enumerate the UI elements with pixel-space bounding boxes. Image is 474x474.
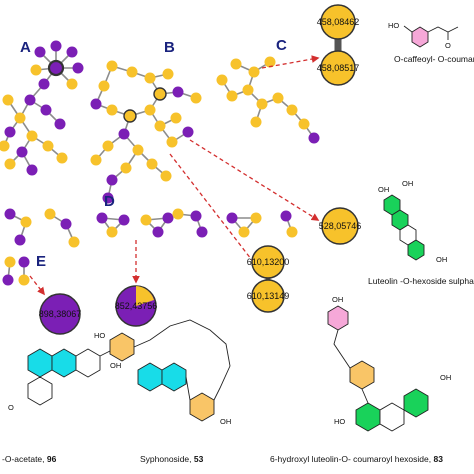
node-luteolin (321, 207, 359, 245)
lower-clusters: D E (2, 193, 298, 286)
panel-label-a: A (20, 39, 31, 56)
node-pair-610: 610,13200 610,13149 (169, 153, 290, 313)
node-label-c-top: 458,08462 (317, 17, 360, 27)
node-label-c-bottom: 458,08517 (317, 63, 360, 73)
node-c-top (320, 4, 356, 40)
atom-oh-96: OH (110, 361, 121, 370)
structure-hydroxyl-83: OH HO OH 6-hydroxyl luteolin-O- coumaroy… (270, 295, 451, 464)
atom-oh-53: OH (220, 417, 231, 426)
cluster-a: A (0, 39, 84, 176)
structure-syphonoside-53: HO OH Syphonoside, 53 (94, 319, 231, 464)
node-label-610-bottom: 610,13149 (247, 291, 290, 301)
caption-acetate: -O-acetate, 96 (2, 454, 57, 464)
node-610-top (251, 245, 285, 279)
node-e-group: 898,38067 (29, 275, 82, 335)
node-e (39, 293, 81, 335)
node-d-group: 852,43756 (115, 240, 158, 327)
caption-luteolin: Luteolin -O-hexoside sulphat (368, 276, 474, 286)
atom-o-c: O (445, 41, 451, 50)
caption-syphonoside: Syphonoside, 53 (140, 454, 204, 464)
atom-oh-3: OH (436, 255, 447, 264)
panel-label-b: B (164, 39, 175, 56)
panel-label-e: E (36, 253, 46, 270)
structure-acetate-96: OH O -O-acetate, 96 (2, 348, 121, 464)
node-c-bottom (320, 50, 356, 86)
atom-ho-c: HO (388, 21, 399, 30)
cluster-c-network (216, 56, 320, 144)
atom-o-96: O (8, 403, 14, 412)
node-610-bottom (251, 279, 285, 313)
node-label-d: 852,43756 (115, 301, 158, 311)
panel-label-c: C (276, 37, 287, 54)
node-label-luteolin: 528,05746 (319, 221, 362, 231)
atom-oh-83: OH (332, 295, 343, 304)
cluster-b: B (90, 39, 202, 204)
atom-oh-2: OH (402, 179, 413, 188)
panel-label-d: D (104, 193, 115, 210)
atom-ho-53: HO (94, 331, 105, 340)
compound-c-structure: HO O O-caffeoyl- O-coumar (388, 21, 474, 64)
caption-hydroxyl: 6-hydroxyl luteolin-O- coumaroyl hexosid… (270, 454, 443, 464)
node-label-e: 898,38067 (39, 309, 82, 319)
luteolin-node-group: 528,05746 OH OH OH Luteolin -O-hexoside … (189, 139, 474, 286)
panel-c-node-pair: C 458,08462 458,08517 (261, 4, 360, 86)
atom-oh-83b: OH (440, 373, 451, 382)
atom-ho-83: HO (334, 417, 345, 426)
atom-oh-1: OH (378, 185, 389, 194)
node-label-610-top: 610,13200 (247, 257, 290, 267)
caption-caffeoyl: O-caffeoyl- O-coumar (394, 54, 474, 64)
